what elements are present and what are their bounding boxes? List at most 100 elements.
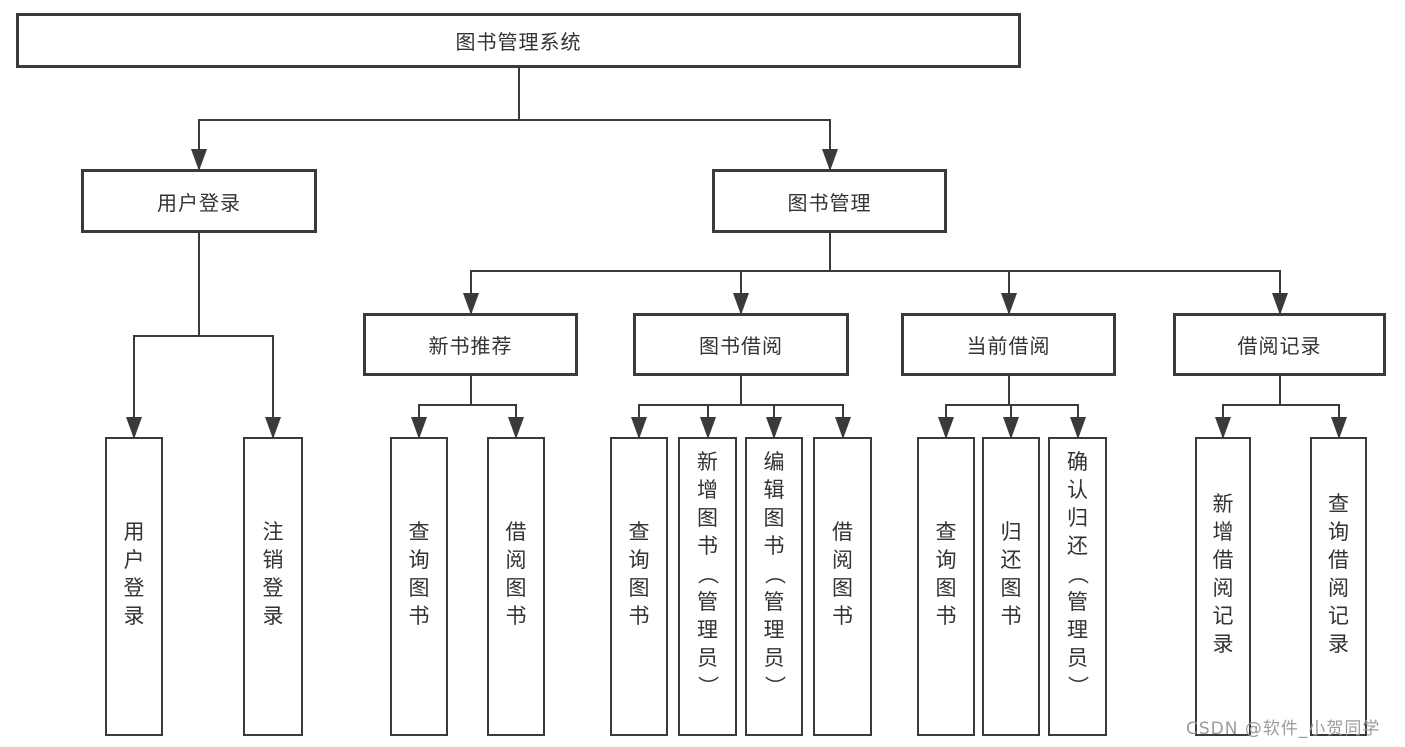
vertical-char: 记 xyxy=(1212,603,1234,628)
vertical-char: 询 xyxy=(935,547,957,572)
vertical-char: 管 xyxy=(697,589,718,614)
vertical-char: （ xyxy=(1065,563,1090,584)
node-new-book-rec: 新书推荐 xyxy=(363,313,578,376)
vertical-char: 查 xyxy=(408,519,430,544)
vertical-char: 销 xyxy=(262,547,284,572)
node-leaf-add-record: 新增借阅记录 xyxy=(1195,437,1251,736)
vertical-char: 借 xyxy=(505,519,527,544)
arrow-down-icon xyxy=(1271,293,1288,315)
vertical-char: 员 xyxy=(697,645,718,670)
vertical-char: 书 xyxy=(935,603,957,628)
vertical-char: 图 xyxy=(832,575,853,600)
node-leaf-user-login: 用户登录 xyxy=(105,437,163,736)
vertical-char: 新 xyxy=(1212,491,1234,516)
vertical-char: 阅 xyxy=(1328,575,1349,600)
vertical-char: 管 xyxy=(1067,589,1088,614)
vertical-char: 还 xyxy=(1000,547,1022,572)
vertical-char: 辑 xyxy=(763,477,785,502)
arrow-down-icon xyxy=(1000,293,1017,315)
vertical-char: 借 xyxy=(832,519,853,544)
vertical-char: 新 xyxy=(697,449,718,474)
node-root: 图书管理系统 xyxy=(16,13,1021,68)
vertical-char: （ xyxy=(762,563,786,584)
vertical-char: ） xyxy=(762,675,786,696)
vertical-char: 录 xyxy=(123,603,145,628)
vertical-char: 认 xyxy=(1067,477,1088,502)
vertical-char: 询 xyxy=(1328,519,1349,544)
vertical-char: 员 xyxy=(763,645,785,670)
connector-line xyxy=(740,376,742,405)
node-leaf-query-record: 查询借阅记录 xyxy=(1310,437,1367,736)
vertical-char: 记 xyxy=(1328,603,1349,628)
vertical-char: 图 xyxy=(1000,575,1022,600)
vertical-char: 图 xyxy=(935,575,957,600)
node-current-borrow: 当前借阅 xyxy=(901,313,1116,376)
connector-line xyxy=(198,119,831,121)
vertical-char: （ xyxy=(695,563,720,584)
arrow-down-icon xyxy=(766,417,782,439)
connector-line xyxy=(828,120,831,169)
connector-line xyxy=(517,68,520,120)
arrow-down-icon xyxy=(265,417,281,439)
vertical-char: 注 xyxy=(262,519,284,544)
vertical-char: 登 xyxy=(262,575,284,600)
arrow-down-icon xyxy=(411,417,427,439)
connector-line xyxy=(1222,404,1340,406)
connector-line xyxy=(198,233,200,336)
node-leaf-add-book: 新增图书（管理员） xyxy=(678,437,737,736)
node-borrow-records: 借阅记录 xyxy=(1173,313,1386,376)
node-leaf-query-book-3: 查询图书 xyxy=(917,437,975,736)
connector-line xyxy=(469,376,472,405)
vertical-char: 员 xyxy=(1067,645,1088,670)
node-leaf-borrow-book-1: 借阅图书 xyxy=(487,437,545,736)
vertical-char: 书 xyxy=(697,533,718,558)
vertical-char: 书 xyxy=(832,603,853,628)
connector-line xyxy=(133,336,135,437)
vertical-char: ） xyxy=(1065,675,1090,696)
arrow-down-icon xyxy=(1069,417,1086,439)
connector-line xyxy=(740,271,742,313)
arrow-down-icon xyxy=(938,417,954,439)
vertical-char: 录 xyxy=(1328,631,1349,656)
arrow-down-icon xyxy=(1330,417,1347,439)
vertical-char: 图 xyxy=(697,505,718,530)
vertical-char: 书 xyxy=(1000,603,1022,628)
connector-line xyxy=(469,270,1281,272)
vertical-char: 询 xyxy=(628,547,650,572)
connector-line xyxy=(418,404,517,406)
vertical-char: 理 xyxy=(697,617,718,642)
vertical-char: 录 xyxy=(262,603,284,628)
vertical-char: 编 xyxy=(763,449,785,474)
vertical-char: 登 xyxy=(123,575,145,600)
vertical-char: 查 xyxy=(628,519,650,544)
arrow-down-icon xyxy=(191,149,207,171)
vertical-char: 归 xyxy=(1000,519,1022,544)
vertical-char: 书 xyxy=(408,603,430,628)
arrow-down-icon xyxy=(1003,417,1019,439)
vertical-char: 图 xyxy=(628,575,650,600)
node-leaf-query-book-2: 查询图书 xyxy=(610,437,668,736)
vertical-char: 增 xyxy=(697,477,718,502)
connector-line xyxy=(1278,376,1281,405)
connector-line xyxy=(828,233,831,271)
vertical-char: 查 xyxy=(935,519,957,544)
vertical-char: 图 xyxy=(505,575,527,600)
vertical-char: 用 xyxy=(123,519,145,544)
node-book-mgmt: 图书管理 xyxy=(712,169,947,233)
vertical-char: 理 xyxy=(763,617,785,642)
vertical-char: 书 xyxy=(763,533,785,558)
connector-line xyxy=(1278,271,1281,313)
vertical-char: 增 xyxy=(1212,519,1234,544)
vertical-char: 询 xyxy=(408,547,430,572)
vertical-char: 书 xyxy=(505,603,527,628)
arrow-down-icon xyxy=(834,417,851,439)
arrow-down-icon xyxy=(126,417,142,439)
arrow-down-icon xyxy=(462,293,479,315)
node-user-login: 用户登录 xyxy=(81,169,317,233)
node-leaf-edit-book: 编辑图书（管理员） xyxy=(745,437,803,736)
arrow-down-icon xyxy=(733,293,749,315)
vertical-char: 借 xyxy=(1212,547,1234,572)
node-book-borrow: 图书借阅 xyxy=(633,313,849,376)
node-leaf-borrow-book-2: 借阅图书 xyxy=(813,437,872,736)
arrow-down-icon xyxy=(508,417,524,439)
